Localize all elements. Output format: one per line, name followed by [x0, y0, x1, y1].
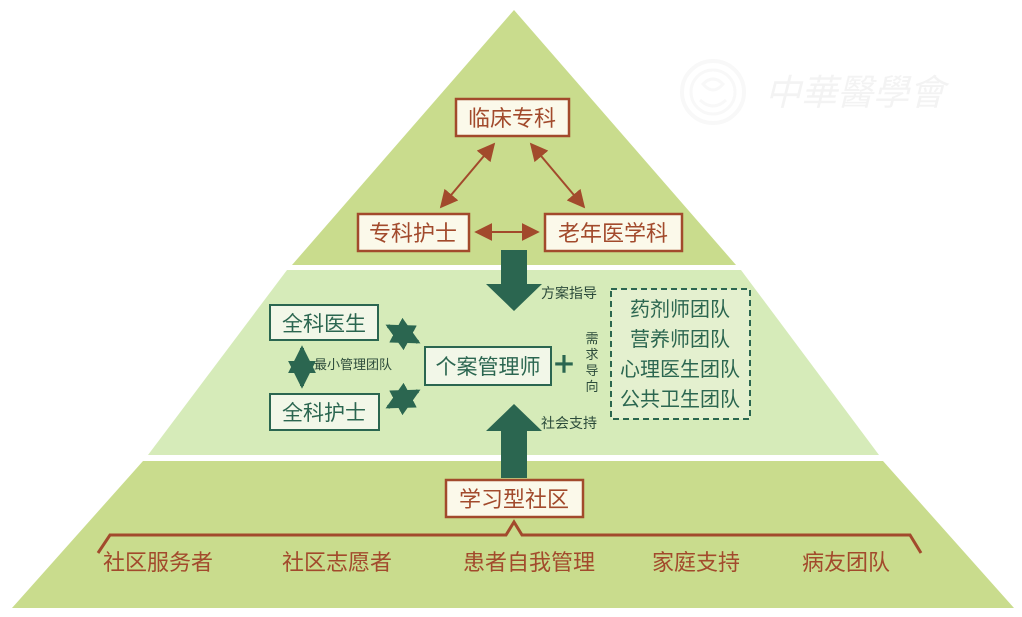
plan-guidance-down-arrow — [486, 250, 542, 311]
psychologist-team-label: 心理医生团队 — [620, 357, 740, 381]
learning-community-box — [444, 478, 585, 519]
gp-box — [269, 304, 379, 341]
demand-oriented-label: 需 求 导 向 — [585, 332, 598, 395]
support-teams-box — [610, 288, 751, 420]
svg-text:导: 导 — [585, 364, 598, 379]
society-emblem-icon — [680, 59, 746, 125]
social-support-label: 社会支持 — [541, 416, 597, 432]
social-support-up-arrow — [486, 404, 542, 478]
arrow-nurse-clinical — [439, 142, 496, 209]
patient-peer-team-label: 病友团队 — [802, 551, 890, 576]
specialist-nurse-label: 专科护士 — [369, 222, 457, 247]
family-support-label: 家庭支持 — [652, 551, 740, 576]
specialist-nurse-box — [356, 212, 471, 253]
svg-text:求: 求 — [585, 348, 598, 363]
min-team-label: 最小管理团队 — [314, 358, 392, 373]
geriatrics-box — [543, 212, 684, 253]
arrow-gp-casemanager — [385, 317, 421, 351]
pyramid-top-tier — [292, 10, 736, 265]
gp-nurse-box — [269, 393, 380, 431]
bottom-brace — [96, 519, 923, 554]
case-manager-label: 个案管理师 — [436, 355, 541, 379]
arrow-clinical-geriatrics — [529, 142, 586, 209]
clinical-specialty-label: 临床专科 — [468, 107, 556, 132]
clinical-specialty-box — [454, 97, 571, 138]
pharmacist-team-label: 药剂师团队 — [630, 297, 730, 321]
gp-label: 全科医生 — [282, 312, 366, 336]
public-health-team-label: 公共卫生团队 — [620, 387, 740, 411]
community-servants-label: 社区服务者 — [103, 551, 213, 576]
watermark-text: 中華醫學會 — [765, 73, 950, 114]
case-manager-box — [424, 346, 552, 386]
learning-community-label: 学习型社区 — [459, 488, 569, 513]
svg-text:向: 向 — [585, 379, 598, 395]
svg-text:需: 需 — [585, 332, 598, 347]
plan-guidance-label: 方案指导 — [541, 285, 597, 302]
patient-self-management-label: 患者自我管理 — [463, 551, 595, 576]
pyramid-bottom-tier — [12, 461, 1014, 608]
arrow-nurse-casemanager — [385, 382, 421, 416]
nutritionist-team-label: 营养师团队 — [630, 327, 730, 351]
plus-sign: + — [552, 347, 575, 380]
gp-nurse-label: 全科护士 — [282, 401, 366, 425]
geriatrics-label: 老年医学科 — [558, 222, 668, 247]
community-volunteers-label: 社区志愿者 — [282, 551, 392, 576]
